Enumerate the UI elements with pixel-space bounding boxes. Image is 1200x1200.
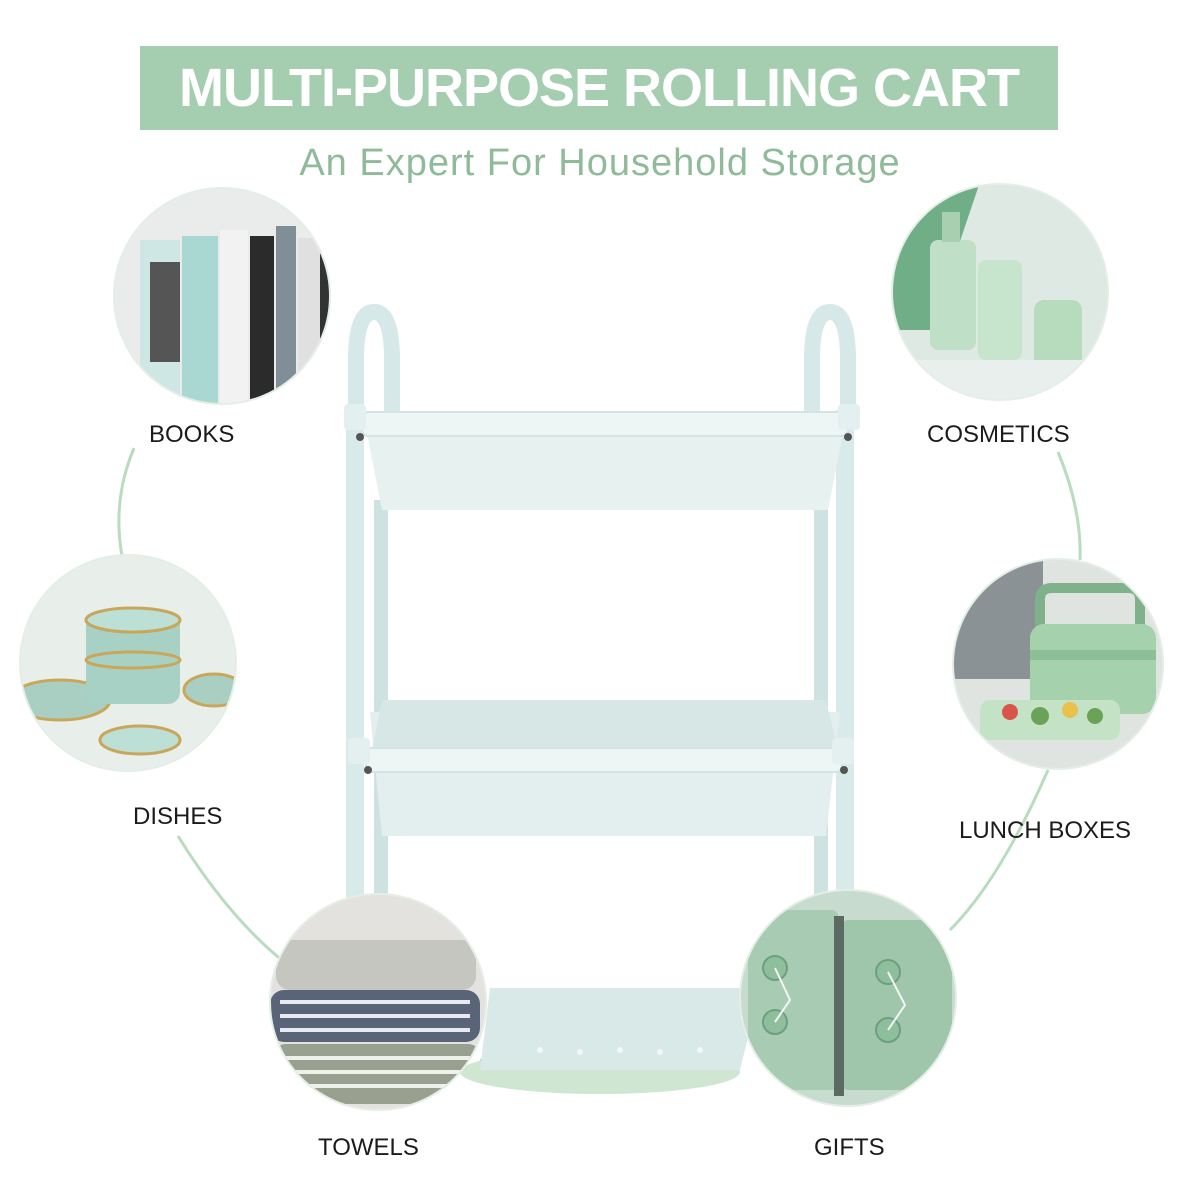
title-banner: MULTI-PURPOSE ROLLING CART bbox=[140, 46, 1058, 130]
rolling-cart bbox=[344, 303, 860, 1070]
gifts-ring bbox=[739, 889, 957, 1107]
label-towels: TOWELS bbox=[318, 1134, 419, 1161]
label-lunch-boxes: LUNCH BOXES bbox=[959, 817, 1132, 844]
towels-photo bbox=[270, 894, 486, 1110]
dishes-ring bbox=[19, 554, 237, 772]
books-photo bbox=[114, 188, 330, 404]
label-gifts: GIFTS bbox=[814, 1134, 885, 1161]
lunch-boxes-photo bbox=[953, 559, 1163, 769]
label-cosmetics: COSMETICS bbox=[927, 421, 1070, 448]
page-subtitle: An Expert For Household Storage bbox=[299, 142, 901, 184]
books-ring bbox=[113, 187, 331, 405]
towels-ring bbox=[269, 893, 487, 1111]
label-books: BOOKS bbox=[149, 421, 235, 448]
label-dishes: DISHES bbox=[133, 803, 223, 830]
cosmetics-ring bbox=[891, 183, 1109, 401]
dishes-photo bbox=[20, 555, 236, 771]
gifts-photo bbox=[740, 890, 956, 1106]
page-title: MULTI-PURPOSE ROLLING CART bbox=[179, 58, 1020, 118]
lunch-boxes-ring bbox=[952, 558, 1164, 770]
cosmetics-photo bbox=[892, 184, 1108, 400]
